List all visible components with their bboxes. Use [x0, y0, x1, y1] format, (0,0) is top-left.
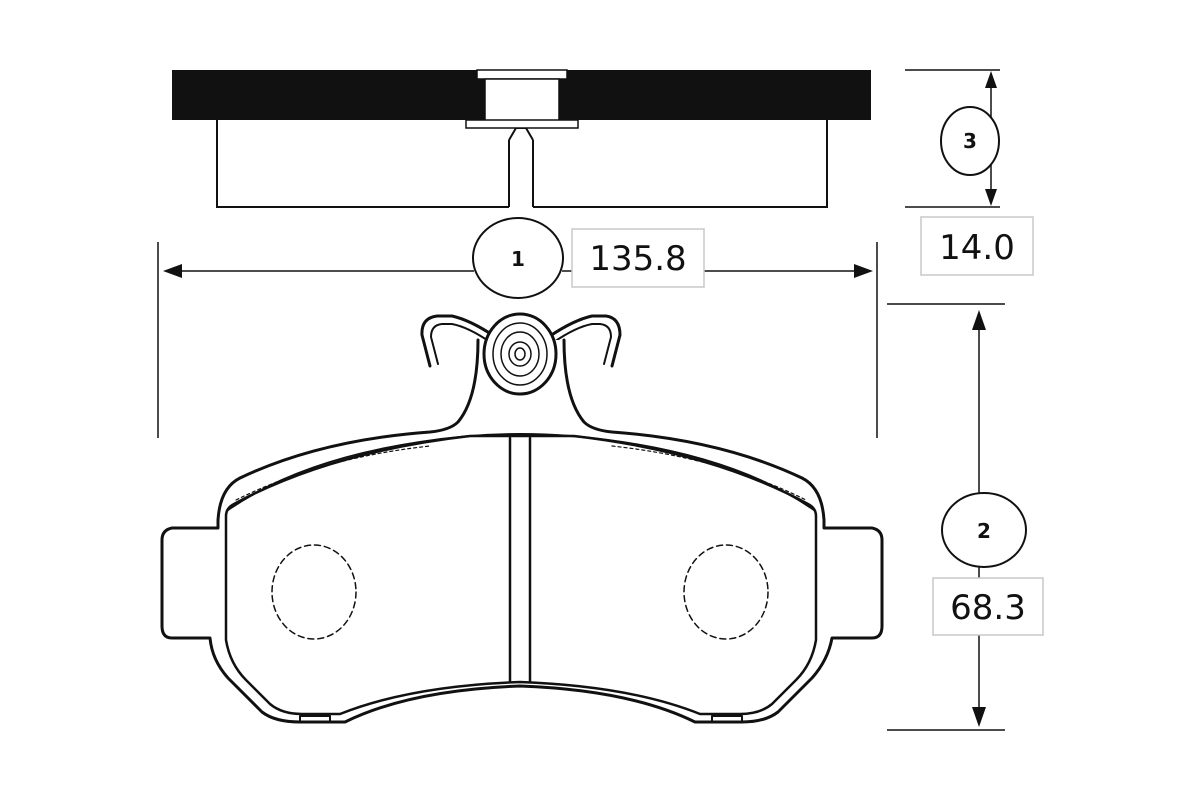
height-arrow-up-icon [972, 310, 986, 330]
height-marker-number: 2 [977, 519, 991, 543]
width-dimension: 1 135.8 [157, 217, 878, 438]
center-rivet [482, 312, 558, 396]
width-arrow-left-icon [163, 264, 182, 278]
front-view-friction-material [224, 434, 818, 716]
thickness-marker-circle [940, 106, 1000, 176]
thickness-marker-number: 3 [963, 129, 977, 153]
height-value: 68.3 [950, 588, 1026, 628]
height-value-box [932, 577, 1044, 636]
thickness-arrow-up-icon [985, 71, 997, 88]
front-view [160, 312, 884, 724]
hidden-piston-left [271, 544, 357, 640]
front-view-backing-plate-outline [160, 338, 884, 724]
side-view-center-slot [509, 128, 533, 210]
wire-spring [420, 314, 622, 368]
thickness-dimension: 3 14.0 [905, 69, 1034, 276]
hidden-piston-right [683, 544, 769, 640]
height-arrow-down-icon [972, 707, 986, 727]
side-view-center-clip [476, 69, 568, 80]
height-marker-circle [941, 492, 1027, 568]
width-marker-circle [472, 217, 564, 299]
width-marker-number: 1 [511, 247, 525, 271]
height-dimension: 2 68.3 [887, 303, 1044, 731]
side-view [172, 69, 871, 210]
width-value: 135.8 [589, 239, 686, 279]
thickness-value-box [920, 216, 1034, 276]
thickness-value: 14.0 [939, 228, 1015, 268]
thickness-arrow-down-icon [985, 189, 997, 206]
width-value-box [571, 228, 705, 288]
width-arrow-right-icon [854, 264, 873, 278]
